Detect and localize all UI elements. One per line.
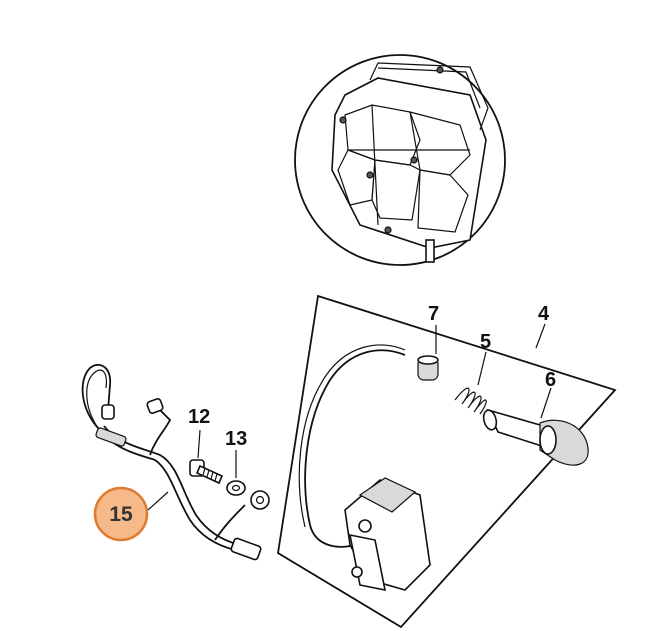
- label-15: 15: [109, 503, 133, 526]
- label-6: 6: [545, 369, 556, 391]
- leader-15: [147, 491, 169, 511]
- leader-5: [477, 351, 487, 386]
- ignition-module-group: [277, 294, 617, 629]
- label-4: 4: [538, 303, 550, 325]
- filter-housing: [331, 77, 487, 249]
- harness-branch: [149, 409, 172, 456]
- part-7-sleeve: [417, 325, 439, 381]
- label-13: 13: [225, 428, 247, 450]
- filter-post: [425, 239, 435, 263]
- harness-connector: [230, 537, 262, 561]
- air-filter-detail: [294, 54, 506, 266]
- group-outline: [277, 294, 617, 629]
- ignition-lead: [304, 349, 406, 548]
- spring-coil: [454, 387, 487, 415]
- callout-15-circle[interactable]: [93, 486, 149, 542]
- filter-clip: [369, 62, 489, 131]
- part-12-screw: [189, 429, 224, 485]
- leader-12: [197, 429, 201, 459]
- label-7: 7: [428, 303, 439, 325]
- callout-15[interactable]: 15: [93, 486, 169, 542]
- leader-4: [535, 323, 546, 349]
- part-5-spring: [454, 351, 487, 415]
- boot-stem: [486, 408, 550, 450]
- label-12: 12: [188, 406, 210, 428]
- part-15-harness: [81, 363, 270, 561]
- harness-wire: [99, 429, 236, 551]
- screw-shank: [195, 464, 224, 485]
- leader-6: [540, 387, 552, 419]
- harness-loop: [81, 363, 112, 431]
- part-6-boot: [482, 387, 589, 466]
- label-5: 5: [480, 331, 491, 353]
- part-13-washer: [226, 450, 246, 496]
